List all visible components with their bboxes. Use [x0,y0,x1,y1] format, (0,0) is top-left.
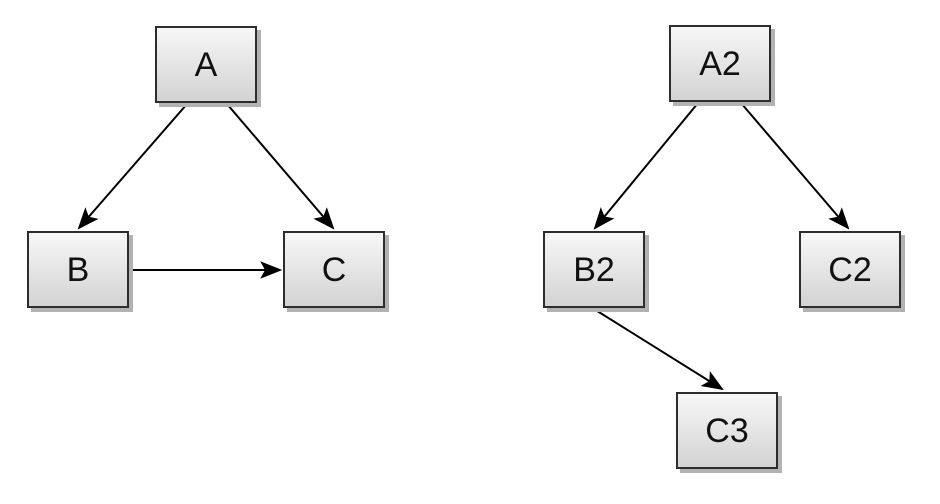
edge-A-C [226,103,335,230]
node-C3[interactable]: C3 [676,392,778,469]
node-B2-label: B2 [573,250,615,289]
edge-A-B [77,103,188,230]
node-A-label: A [194,45,218,84]
node-B-label: B [66,250,90,289]
node-C3-label: C3 [705,411,749,450]
node-B[interactable]: B [27,231,129,308]
node-C[interactable]: C [283,231,385,308]
node-A2-label: A2 [699,44,741,83]
node-C2[interactable]: C2 [799,231,901,308]
node-B2[interactable]: B2 [543,231,645,308]
edge-A2-B2 [593,102,699,230]
node-A[interactable]: A [155,26,257,103]
edge-B2-C3 [593,308,724,391]
node-C2-label: C2 [828,250,872,289]
node-C-label: C [321,250,347,289]
edge-A2-C2 [740,102,850,230]
node-A2[interactable]: A2 [669,25,771,102]
